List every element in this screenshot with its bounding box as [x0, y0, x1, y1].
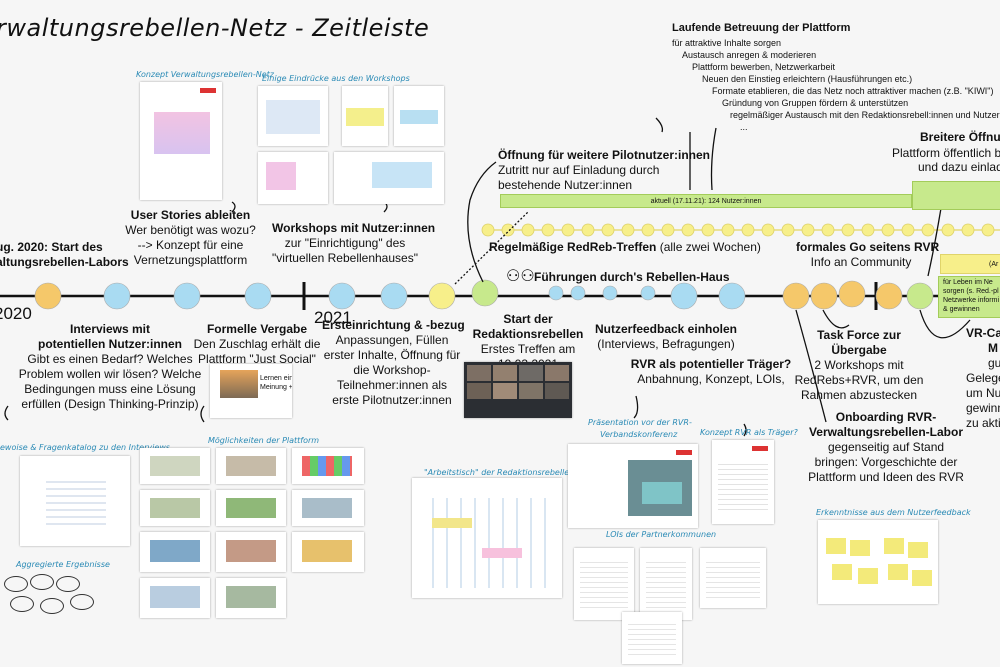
- yellow-strip-right: (Ar: [940, 254, 1000, 274]
- milestone-ersteinrichtung: [380, 282, 408, 310]
- workshop-photo-4: [258, 152, 328, 204]
- event-start: ug. 2020: Start des altungsrebellen-Labo…: [0, 240, 129, 269]
- label-aggregiert: Aggregierte Ergebnisse: [16, 560, 110, 569]
- event-oeffnung: Öffnung für weitere Pilotnutzer:innen Zu…: [498, 148, 710, 192]
- event-treffen: Regelmäßige RedReb-Treffen (alle zwei Wo…: [489, 240, 761, 254]
- platform-screen-9: [292, 532, 364, 572]
- fragenkatalog-thumb: [20, 456, 130, 546]
- platform-screen-10: [140, 578, 210, 618]
- milestone-fuehrung-2: [570, 285, 586, 301]
- label-konzept-rvr: Konzept RVR als Träger?: [700, 428, 798, 437]
- milestone-fuehrung-4: [640, 285, 656, 301]
- konzept-document-thumb: [140, 82, 222, 200]
- event-workshops: Workshops mit Nutzer:innen zur "Einricht…: [272, 221, 436, 265]
- event-breitere: Breitere Öffnung: [920, 130, 1000, 144]
- label-fragenkatalog: ewoise & Fragenkatalog zu den Interviews: [0, 443, 170, 452]
- aggregiert-bubbles: [0, 572, 100, 622]
- workshop-photo-5: [334, 152, 444, 204]
- label-arbeitstisch: "Arbeitstisch" der Redaktionsrebellen: [424, 468, 575, 477]
- loi-doc-4: [622, 612, 682, 664]
- label-erkenntnisse: Erkenntnisse aus dem Nutzerfeedback: [816, 508, 971, 517]
- event-vrcam: VR-Ca: [966, 326, 1000, 340]
- milestone-onboarding: [782, 282, 810, 310]
- milestone-workshops: [328, 282, 356, 310]
- milestone-traeger: [718, 282, 746, 310]
- platform-screen-2: [216, 448, 286, 484]
- year-label-2021: 2021: [314, 308, 352, 327]
- page-title: rwaltungsrebellen-Netz - Zeitleiste: [0, 14, 430, 42]
- milestone-interviews: [103, 282, 131, 310]
- laptop-thumb: Lernen einer Meinung + App: [210, 364, 292, 418]
- konzept-rvr-thumb: [712, 440, 774, 524]
- label-eindruecke: Einige Eindrücke aus den Workshops: [262, 74, 410, 83]
- event-traeger: RVR als potentieller Träger? Anbahnung, …: [630, 357, 792, 386]
- platform-screen-3: [292, 448, 364, 484]
- user-count-strip: aktuell (17.11.21): 124 Nutzer:innen: [500, 194, 912, 208]
- event-go: formales Go seitens RVR Info an Communit…: [796, 240, 940, 269]
- presentation-thumb: [568, 444, 698, 528]
- platform-screen-11: [216, 578, 286, 618]
- loi-doc-2: [640, 548, 692, 620]
- milestone-vergabe: [244, 282, 272, 310]
- milestone-feedback: [670, 282, 698, 310]
- label-moeglichkeiten: Möglichkeiten der Plattform: [208, 436, 320, 445]
- milestone-oeffnung: [428, 282, 456, 310]
- loi-doc-1: [574, 548, 634, 620]
- breitere-strip: [912, 181, 1000, 210]
- event-taskforce: Task Force zur Übergabe 2 Workshops mit …: [794, 328, 924, 402]
- event-userstories: User Stories ableiten Wer benötigt was w…: [125, 208, 256, 267]
- loi-doc-3: [700, 548, 766, 608]
- event-ersteinrichtung: Ersteinrichtung & -bezug Anpassungen, Fü…: [322, 318, 465, 407]
- milestone-go: [838, 280, 866, 308]
- platform-screen-8: [216, 532, 286, 572]
- event-feedback: Nutzerfeedback einholen (Interviews, Bef…: [594, 322, 738, 351]
- year-label-2020: 2020: [0, 304, 32, 323]
- event-onboarding: Onboarding RVR- Verwaltungsrebellen-Labo…: [808, 410, 964, 484]
- milestone-fuehrung-1: [548, 285, 564, 301]
- milestone-breitere: [906, 282, 934, 310]
- user-count-label: aktuell (17.11.21): 124 Nutzer:innen: [650, 198, 762, 205]
- event-vergabe: Formelle Vergabe Den Zuschlag erhält die…: [193, 322, 321, 366]
- platform-screen-7: [140, 532, 210, 572]
- erkenntnisse-thumb: [818, 520, 938, 604]
- event-betreuung-title: Laufende Betreuung der Plattform: [672, 22, 851, 34]
- milestone-fuehrung-3: [602, 285, 618, 301]
- workshop-photo-3: [394, 86, 444, 146]
- platform-screen-5: [216, 490, 286, 526]
- milestone-taskforce-2: [875, 282, 903, 310]
- milestone-redaktion: [471, 279, 499, 307]
- redreb-meeting-dots: [481, 223, 995, 237]
- platform-screen-1: [140, 448, 210, 484]
- people-icon: ⚇⚇: [506, 268, 535, 285]
- milestone-taskforce-1: [810, 282, 838, 310]
- video-call-thumb: [464, 362, 572, 418]
- arbeitstisch-thumb: [412, 478, 562, 598]
- milestone-userstories: [173, 282, 201, 310]
- workshop-photo-2: [342, 86, 388, 146]
- event-interviews: Interviews mit potentiellen Nutzer:innen…: [18, 322, 202, 411]
- platform-screen-4: [140, 490, 210, 526]
- milestone-start: [34, 282, 62, 310]
- label-konzept: Konzept Verwaltungsrebellen-Netz: [136, 70, 274, 79]
- label-lois: LOIs der Partnerkommunen: [606, 530, 717, 539]
- workshop-photo-1: [258, 86, 328, 146]
- label-praesentation: Präsentation vor der RVR-: [588, 418, 692, 427]
- platform-screen-6: [292, 490, 364, 526]
- event-fuehrungen: Führungen durch's Rebellen-Haus: [534, 270, 730, 284]
- green-strip-right: für Leben im Ne sorgen (s. Red.-pl Netzw…: [938, 276, 1000, 318]
